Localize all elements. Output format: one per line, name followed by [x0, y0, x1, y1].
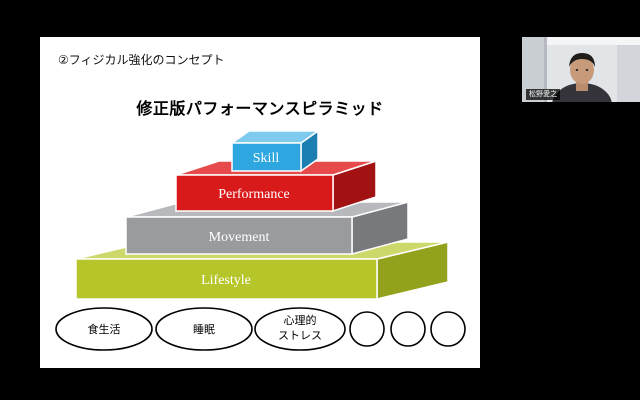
- foundation-circles: 食生活 睡眠 心理的 ストレス: [55, 307, 466, 351]
- pyramid-title: 修正版パフォーマンスピラミッド: [136, 99, 384, 118]
- foundation-circle-empty-3: [430, 311, 466, 347]
- foundation-circle-sleep: [155, 307, 253, 351]
- foundation-label-diet: 食生活: [88, 322, 121, 336]
- foundation-circle-empty-1: [349, 311, 385, 347]
- presentation-slide: ②フィジカル強化のコンセプト 修正版パフォーマンスピラミッド Lifestyle…: [40, 37, 480, 368]
- tier-movement-label: Movement: [209, 230, 270, 245]
- foundation-circle-empty-2: [390, 311, 426, 347]
- tier-skill-label: Skill: [253, 151, 280, 166]
- participant-video-tile[interactable]: 松野愛之: [522, 37, 640, 102]
- foundation-circle-stress: [254, 307, 346, 351]
- participant-name-label: 松野愛之: [526, 89, 560, 100]
- foundation-circle-diet: [55, 307, 153, 351]
- tier-skill: Skill: [229, 129, 321, 173]
- tier-performance-label: Performance: [218, 187, 290, 202]
- foundation-label-stress-2: ストレス: [278, 329, 322, 342]
- tier-lifestyle-label: Lifestyle: [201, 273, 251, 288]
- foundation-label-stress-1: 心理的: [284, 313, 317, 327]
- slide-heading: ②フィジカル強化のコンセプト: [58, 53, 225, 67]
- foundation-label-sleep: 睡眠: [193, 323, 215, 336]
- pyramid-diagram: Lifestyle Movement Performance Skill 食生活: [55, 129, 466, 351]
